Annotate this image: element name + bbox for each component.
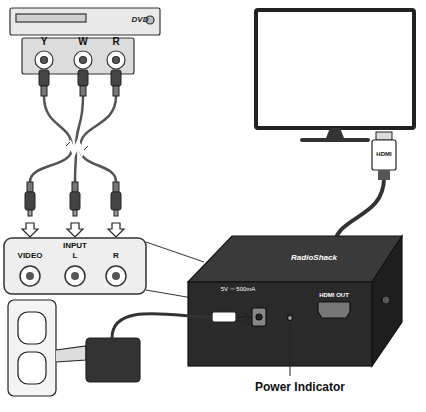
callout-label: Power Indicator [255, 381, 345, 393]
port-label: HDMI OUT [319, 292, 349, 298]
jack-label: L [73, 252, 78, 260]
rca-plugs-top [39, 70, 121, 96]
dvd-player [10, 8, 160, 74]
input-panel-node: INPUT VIDEO L R [4, 238, 146, 294]
jack-label: R [113, 252, 119, 260]
power-rating: 5V ⎓ 500mA [221, 286, 256, 292]
converter-box [188, 236, 402, 366]
power-adapter [8, 300, 250, 396]
jack-label: Y [41, 37, 48, 47]
cable-break-mark [66, 142, 88, 150]
rca-plugs-bottom [25, 182, 121, 216]
brand-logo: DVD [132, 16, 149, 24]
inset-panel [4, 238, 146, 294]
panel-heading: INPUT [63, 242, 87, 250]
tv [256, 10, 414, 142]
leader-line [290, 322, 291, 376]
dvd-player-node: DVD Y W R [10, 6, 160, 76]
jack-label: W [78, 37, 87, 47]
plug-label: HDMI [376, 151, 391, 157]
jack-label: R [112, 37, 119, 47]
converter-box-node: RadioShack 5V ⎓ 500mA HDMI OUT [188, 214, 402, 374]
jack-label: VIDEO [18, 252, 43, 260]
brand-name: RadioShack [291, 254, 337, 262]
rca-cable [22, 96, 124, 237]
